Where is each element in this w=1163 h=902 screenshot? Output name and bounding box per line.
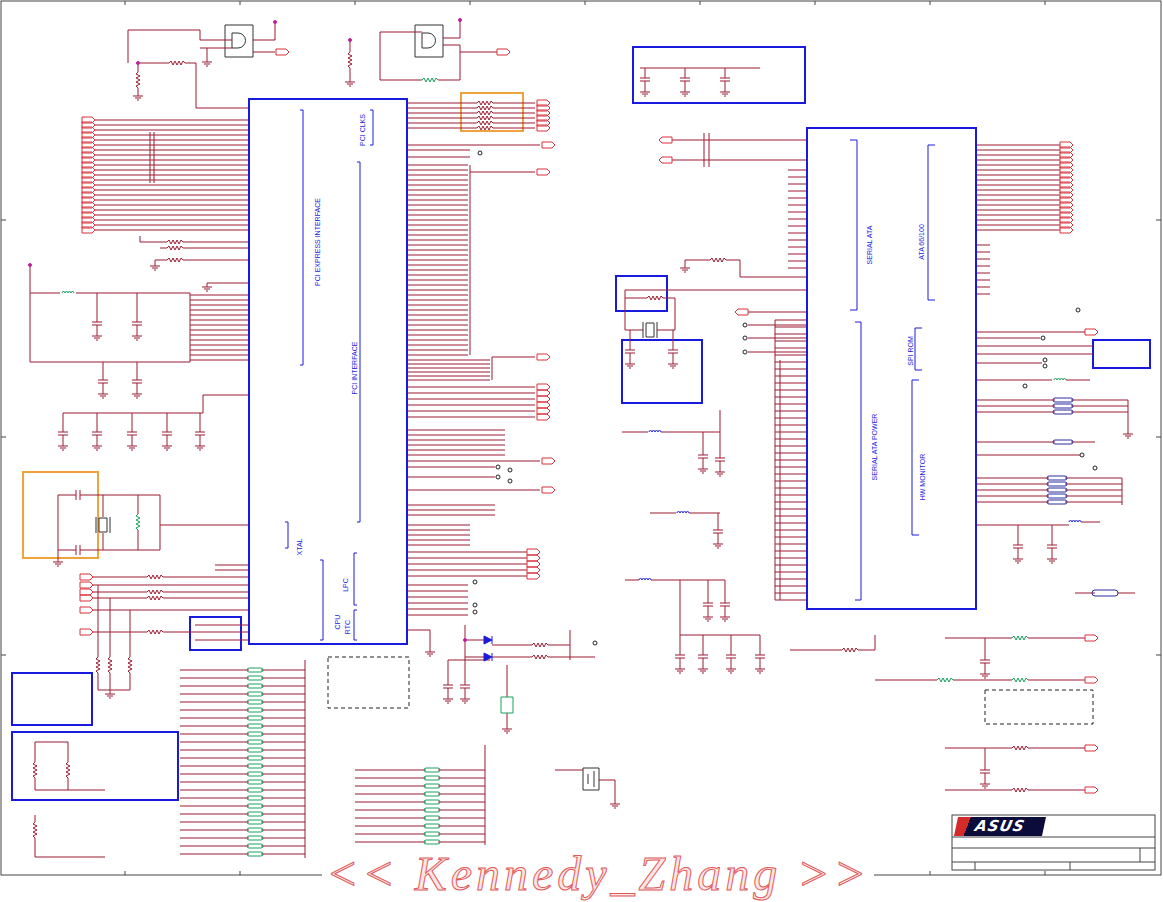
- chip-label: XTAL: [296, 539, 303, 556]
- group-box: [633, 47, 805, 103]
- chip-label: HW MONITOR: [919, 454, 926, 501]
- chip-label: CPU: [334, 615, 341, 630]
- frame-tick: [1, 1, 1161, 875]
- wire: [30, 20, 1135, 858]
- chip-label: RTC: [344, 620, 351, 634]
- ic-chip: SERIAL ATA ATA 66/100SPI ROM SERIAL ATA PO…: [806, 127, 977, 610]
- chip-label: SERIAL ATA: [866, 226, 873, 265]
- fuse-symbol: [1092, 590, 1118, 596]
- brand-logo: ASUS: [954, 817, 1046, 836]
- inductor-symbol: [639, 431, 1081, 581]
- ic-chip: PCI EXPRESS INTERFACE PCI CLKS PCI INTERFA…: [248, 98, 408, 645]
- ground-symbol: [53, 58, 1133, 808]
- battery-symbol: [583, 768, 599, 790]
- chip-label: PCI CLKS: [359, 114, 366, 146]
- bracket: [285, 110, 935, 640]
- chip-label: PCI EXPRESS INTERFACE: [314, 198, 321, 286]
- test-point: [473, 151, 1097, 645]
- group-box: [1093, 340, 1150, 368]
- resistor-pack: [1047, 398, 1073, 504]
- watermark: << Kennedy_Zhang >>: [322, 850, 874, 898]
- chip-label: SPI ROM: [907, 336, 914, 366]
- group-box: [12, 673, 92, 725]
- ferrite-bead: [247, 668, 440, 856]
- dashed-box: [985, 690, 1093, 724]
- highlight-box: [23, 472, 98, 558]
- crystal-symbol: [96, 322, 657, 533]
- chip-label: ATA 66/100: [918, 224, 925, 260]
- group-box: [616, 276, 667, 311]
- resistor-symbol: [33, 52, 1028, 838]
- offpage-connector: [80, 49, 1098, 793]
- logo-text: ASUS: [974, 819, 1027, 834]
- chip-label: LPC: [342, 578, 349, 592]
- title-block-line: [952, 837, 1155, 870]
- capacitor-symbol: [58, 78, 1057, 773]
- chip-label: PCI INTERFACE: [351, 342, 358, 395]
- group-box: [622, 340, 702, 403]
- chip-label: SERIAL ATA POWER: [871, 414, 878, 481]
- group-box: [190, 617, 241, 650]
- diode-symbol: [484, 636, 492, 661]
- title-block: [952, 815, 1155, 870]
- resistor-symbol: [136, 78, 1028, 682]
- frame-border: [1, 1, 1161, 875]
- jumper-symbol: [501, 697, 513, 713]
- dashed-box: [328, 657, 409, 708]
